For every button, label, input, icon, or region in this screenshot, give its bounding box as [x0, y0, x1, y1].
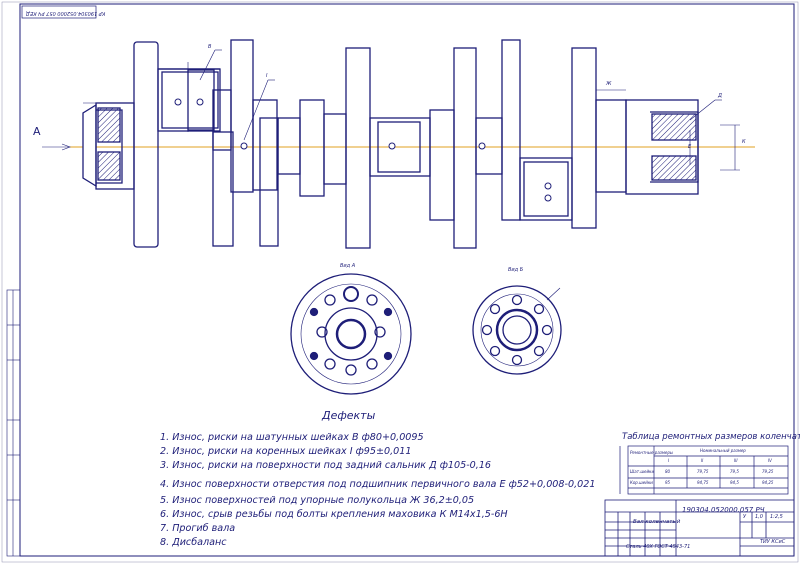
corner-code: КР 190304.052000 057 РЧ КЕД [26, 10, 106, 16]
table-row-label: Шат.шейки [630, 469, 655, 474]
defect-item: 2. Износ, риски на коренных шейках I ф95… [160, 446, 412, 457]
defect-item: 7. Прогиб вала [160, 523, 236, 534]
title-block-material: Сталь 40Х ГОСТ 4543-71 [626, 544, 691, 550]
table-cell: 94,75 [697, 480, 709, 485]
title-block-org: ТИУ КСиС [760, 539, 786, 545]
title-block-mass: 1,0 [755, 514, 763, 520]
section-letter-a: А [33, 125, 41, 138]
label-k: К [742, 139, 746, 145]
title-block-code: 190304.052000.057 РЧ [682, 506, 765, 514]
defect-item: 3. Износ, риски на поверхности под задни… [160, 460, 492, 471]
defects-title: Дефекты [322, 409, 376, 422]
sheet-border [19, 3, 795, 557]
label-d: Д [718, 93, 722, 99]
table-cell: 94,5 [730, 480, 739, 485]
defect-item: 6. Износ, срыв резьбы под болты креплени… [160, 509, 508, 520]
left-binding-strip [6, 289, 21, 557]
title-block-scale: 1:2,5 [770, 514, 783, 520]
title-block-part-name: Вал коленчатый [633, 519, 681, 525]
table-cell: 95 [665, 480, 671, 485]
view-a-label: Вид А [340, 263, 356, 269]
view-b-label: Вид Б [508, 267, 524, 273]
table-subheader: IV [768, 458, 772, 463]
defect-item: 8. Дисбаланс [160, 537, 227, 548]
dimension-leaders [42, 49, 740, 171]
table-cell: 79,25 [762, 469, 774, 474]
repair-size-table [619, 445, 789, 495]
table-cell: 79,5 [730, 469, 739, 474]
table-header-col1: Ремонтные размеры [630, 450, 674, 455]
view-b-flange [472, 285, 562, 375]
table-row-label: Кор.шейки [630, 480, 653, 485]
view-a-flange [290, 273, 412, 395]
table-header-group: Номинальный размер [700, 448, 746, 453]
table-cell: 94,25 [762, 480, 774, 485]
oil-holes [174, 98, 552, 202]
defect-item: 1. Износ, риски на шатунных шейках В ф80… [160, 432, 424, 443]
table-subheader: III [734, 458, 738, 463]
title-block-stage: У [743, 514, 747, 520]
title-block [604, 499, 795, 557]
corner-code-box [21, 5, 97, 19]
table-subheader: I [668, 458, 670, 463]
table-title: Таблица ремонтных размеров коленчатого в… [622, 432, 800, 442]
defect-item: 4. Износ поверхности отверстия под подши… [160, 479, 596, 490]
table-cell: 80 [665, 469, 671, 474]
label-e: Е [688, 144, 692, 150]
defect-item: 5. Износ поверхностей под упорные полуко… [160, 495, 475, 506]
label-b: В [208, 44, 212, 50]
crankshaft [82, 39, 699, 249]
label-i: I [266, 73, 268, 79]
label-zh: Ж [606, 81, 612, 87]
table-subheader: II [701, 458, 704, 463]
table-cell: 79,75 [697, 469, 709, 474]
